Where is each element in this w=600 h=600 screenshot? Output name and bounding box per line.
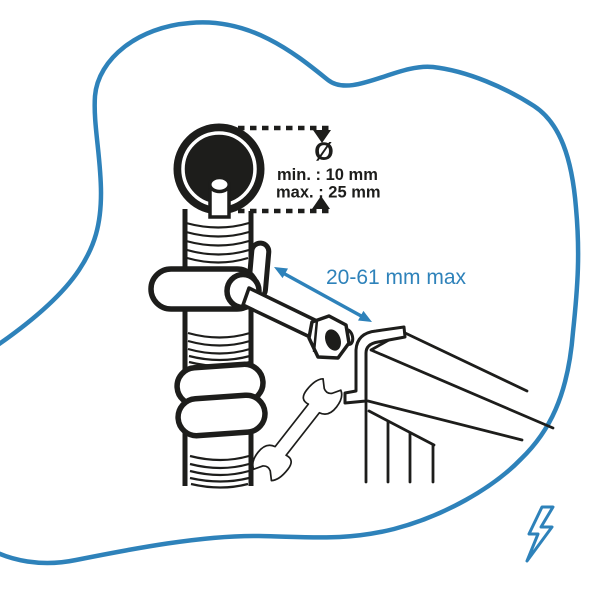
diameter-max-label: max. : 25 mm	[276, 184, 381, 202]
wrench-body	[251, 377, 343, 482]
nut-facet-line	[312, 319, 319, 353]
gate-bar-header	[367, 409, 436, 447]
diameter-measurement: Ø min. : 10 mm max. : 25 mm	[238, 125, 381, 214]
diameter-min-label: min. : 10 mm	[277, 166, 378, 184]
blob-outline	[0, 20, 581, 566]
pole-side-lines	[182, 209, 254, 486]
width-arrowhead-lower	[358, 310, 372, 322]
lightning-bolt-icon	[525, 505, 555, 563]
pole-top-opening	[173, 123, 265, 219]
inner-rod-top	[208, 175, 231, 194]
diameter-arrow-down	[313, 130, 331, 143]
pole-illustration	[148, 123, 272, 489]
safety-gate	[364, 330, 555, 484]
pole-rings	[174, 361, 268, 439]
gate-bars	[386, 420, 435, 484]
pole-ring-lower	[175, 392, 268, 439]
gate-bracket	[343, 325, 407, 405]
nut-shadow	[325, 329, 341, 351]
width-range-label: 20-61 mm max	[326, 266, 467, 289]
diameter-symbol: Ø	[314, 138, 333, 166]
pole-ribs-lower	[189, 454, 250, 489]
width-arrow-shaft	[282, 271, 364, 319]
pole-ribs-middle	[187, 331, 251, 368]
pole-ribs-upper	[185, 221, 250, 264]
mounting-nut	[307, 314, 355, 360]
wrench-illustration	[251, 377, 343, 482]
threaded-rod	[241, 286, 319, 339]
width-measurement: 20-61 mm max	[274, 266, 467, 322]
width-arrowhead-upper	[274, 267, 288, 279]
tube-opening-disk	[180, 130, 258, 208]
inner-rod	[208, 175, 231, 219]
diameter-arrow-up	[312, 196, 330, 209]
